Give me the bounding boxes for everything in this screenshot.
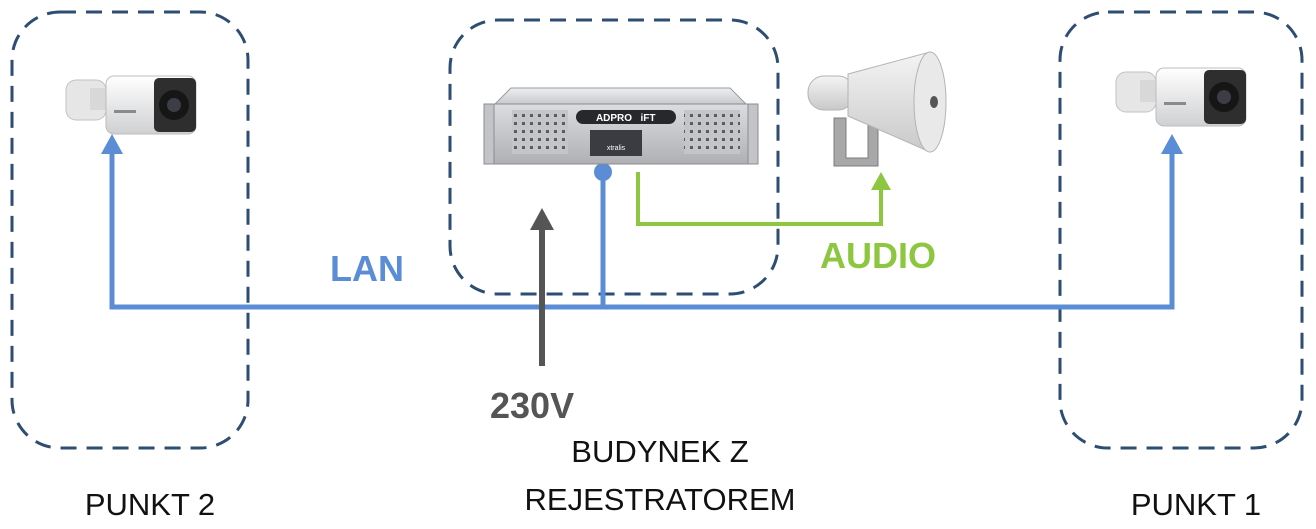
- zone-center-caption-line2: REJESTRATOREM: [525, 482, 796, 517]
- zone-right-caption: PUNKT 1: [1131, 487, 1261, 522]
- lan-label: LAN: [330, 248, 404, 289]
- camera-icon: [1115, 67, 1247, 127]
- zone-left-border: [10, 10, 250, 450]
- horn-speaker-icon: [807, 51, 947, 167]
- recorder-tag: xtralis: [607, 145, 626, 152]
- power-arrow-head: [530, 208, 554, 230]
- lan-port-dot: [594, 163, 612, 181]
- zone-left-caption: PUNKT 2: [85, 487, 215, 522]
- horn-speaker: [807, 51, 947, 167]
- audio-connection: [636, 172, 891, 226]
- zone-right-border: [1058, 10, 1304, 450]
- lan-line: [109, 150, 1175, 310]
- audio-arrow-head: [871, 172, 891, 190]
- audio-line: [636, 172, 883, 226]
- audio-label: AUDIO: [820, 235, 936, 276]
- power-label: 230V: [490, 385, 574, 426]
- camera-right: [1115, 67, 1247, 127]
- camera-icon: [65, 75, 197, 135]
- camera-left: [65, 75, 197, 135]
- recorder-device: ADPRO iFT xtralis: [483, 87, 759, 165]
- lan-arrow-right-head: [1161, 134, 1183, 154]
- power-connection: [530, 208, 554, 366]
- recorder-brand: ADPRO: [596, 113, 632, 124]
- zone-center-border: [448, 18, 780, 296]
- lan-connection: [101, 134, 1183, 310]
- zone-center-caption-line1: BUDYNEK Z: [571, 434, 748, 469]
- recorder-icon: [483, 87, 759, 165]
- lan-arrow-left-head: [101, 134, 123, 154]
- recorder-model: iFT: [641, 113, 656, 124]
